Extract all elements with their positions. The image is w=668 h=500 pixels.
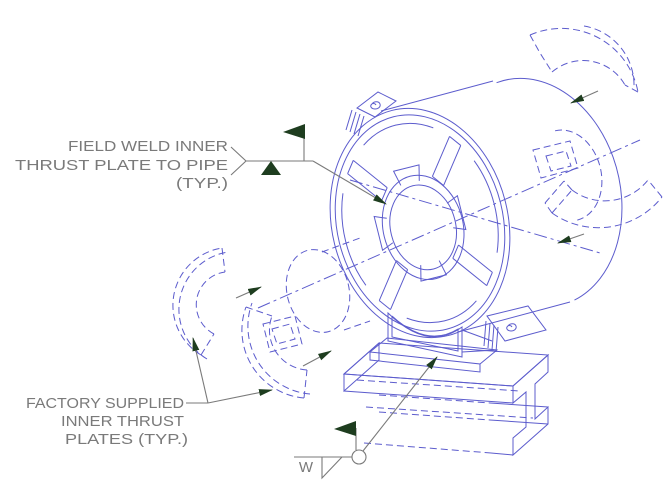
spoke-upper-right [431, 135, 462, 186]
fillet-weld-symbol-icon [321, 456, 343, 480]
top-lug-weld-hatch [345, 109, 365, 137]
weld-symbol-w: W [294, 356, 438, 480]
pipe-axis-centerline [257, 139, 641, 309]
pipe-stub-end [285, 249, 351, 333]
beam-bottom-flange-edges [489, 402, 549, 456]
saddle-side-edges [461, 329, 497, 353]
weld-scribble-icon [370, 101, 381, 110]
factory-supplied-leaders [186, 337, 273, 404]
field-weld-note: FIELD WELD INNER THRUST PLATE TO PIPE (T… [15, 139, 228, 192]
opening-arc-top [363, 122, 434, 146]
note-line: FIELD WELD INNER [68, 139, 228, 155]
field-weld-flag-icon [334, 421, 356, 436]
beam-hidden-edges [356, 379, 534, 454]
i-beam [342, 341, 550, 457]
pipe-bore [389, 184, 457, 271]
pipe-stub-tangents [321, 237, 371, 331]
anchor-ring-front-face [329, 107, 511, 339]
spoke-lower-left [378, 260, 409, 311]
hidden-back-hub [554, 129, 603, 221]
thrust-plate-segment-left-upper [172, 247, 229, 360]
spoke-upper-left [347, 159, 388, 202]
weld-symbol-field [230, 124, 387, 205]
cylinder-top-silhouette [380, 80, 494, 112]
centerlines [257, 139, 641, 309]
note-line: THRUST PLATE TO PIPE [15, 158, 228, 174]
cylinder-bottom-silhouette [457, 301, 571, 333]
direction-arrow-icon [235, 286, 262, 299]
annotations: W FIELD WELD INNER THRUST PLATE TO PIPE … [15, 90, 599, 480]
opening-arc-left [341, 193, 367, 286]
opening-arc-right [473, 160, 499, 253]
leader-line [312, 160, 387, 205]
note-line: INNER THRUST [61, 414, 184, 430]
thrust-plate-segment-left-lower [241, 302, 311, 399]
plate-slot-right [446, 194, 467, 231]
right-lug-plate [486, 305, 547, 342]
ring-rim-inner-edge [334, 114, 506, 332]
base-plate-front [369, 351, 481, 373]
hidden-pipe-stub [285, 237, 371, 333]
opening-arc-bottom [406, 300, 477, 324]
top-lug-plate [356, 91, 397, 118]
direction-arrow-icon [570, 90, 599, 104]
weld-all-around-circle-icon [351, 449, 367, 465]
thrust-plate-segment-top-right [529, 25, 639, 93]
hidden-left-lug [262, 315, 303, 353]
face-centerline [349, 179, 601, 254]
weld-scribble-icon [506, 323, 517, 332]
direction-arrow-icon [302, 350, 332, 367]
note-line: PLATES (TYP.) [65, 432, 188, 448]
plate-slot-bottom [420, 260, 448, 282]
spoke-lower-right [452, 244, 493, 287]
note-line: (TYP.) [176, 176, 228, 192]
plate-slot-top [392, 164, 420, 186]
field-weld-flag-icon [283, 124, 305, 139]
ring-outer-edge [329, 107, 511, 339]
leader-line [192, 337, 209, 404]
beam-left-end [343, 341, 380, 393]
top-lug [345, 91, 397, 137]
hidden-back-lug [532, 140, 579, 179]
hub-ring-edge [381, 174, 465, 281]
anchor-ring-body [380, 77, 623, 333]
assembly-direction-arrows [235, 90, 599, 367]
leader-line [362, 356, 438, 452]
pipe-anchor-assembly [172, 25, 663, 457]
thrust-plate-segment-right [544, 179, 663, 229]
factory-supplied-note: FACTORY SUPPLIED INNER THRUST PLATES (TY… [26, 396, 188, 448]
ring-back-edge [496, 77, 623, 301]
leader-line [207, 389, 273, 404]
direction-arrow-icon [557, 233, 585, 244]
weld-triangle-icon [261, 161, 281, 175]
weld-letter: W [299, 459, 314, 476]
note-line: FACTORY SUPPLIED [26, 396, 184, 412]
label-bracket [230, 146, 247, 176]
saddle-front-inner [391, 315, 459, 352]
right-lug-weld-hatch [483, 320, 499, 353]
